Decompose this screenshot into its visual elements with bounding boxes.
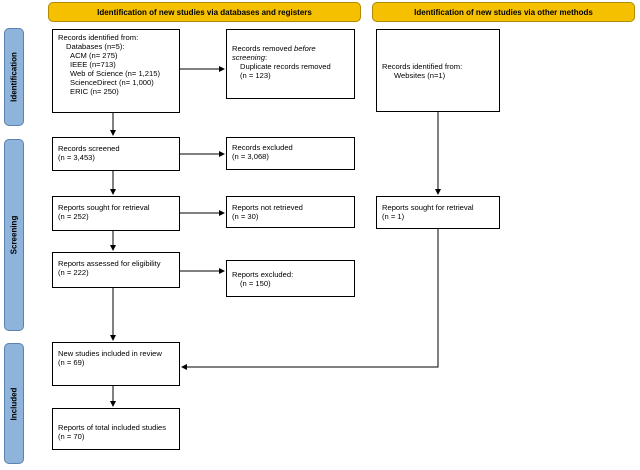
records-identified-line: IEEE (n=713) xyxy=(70,60,116,69)
reports-sought-n: (n = 252) xyxy=(58,212,89,221)
total-included-title: Reports of total included studies xyxy=(58,423,167,432)
box-records-excluded: Records excluded (n = 3,068) xyxy=(226,137,355,170)
reports-excluded-n: (n = 150) xyxy=(240,279,271,288)
header-databases: Identification of new studies via databa… xyxy=(48,2,361,22)
records-identified-line: ERIC (n= 250) xyxy=(70,87,119,96)
new-studies-included-title: New studies included in review xyxy=(58,349,162,358)
box-total-included-studies: Reports of total included studies (n = 7… xyxy=(52,408,180,450)
box-reports-assessed: Reports assessed for eligibility (n = 22… xyxy=(52,252,180,288)
records-excluded-n: (n = 3,068) xyxy=(232,152,269,161)
box-other-records-identified: Records identified from: Websites (n=1) xyxy=(376,29,500,112)
box-reports-excluded: Reports excluded: (n = 150) xyxy=(226,260,355,297)
box-records-removed: Records removed before screening: Duplic… xyxy=(226,29,355,99)
records-identified-line: ACM (n= 275) xyxy=(70,51,118,60)
reports-sought-title: Reports sought for retrieval xyxy=(58,203,150,212)
records-identified-line: ScienceDirect (n= 1,000) xyxy=(70,78,154,87)
box-other-reports-sought: Reports sought for retrieval (n = 1) xyxy=(376,196,500,229)
records-removed-line1: Records removed before xyxy=(232,44,316,53)
records-identified-line: Web of Science (n= 1,215) xyxy=(70,69,160,78)
records-removed-line3: Duplicate records removed xyxy=(240,62,331,71)
records-removed-line2: screening: xyxy=(232,53,268,62)
box-records-screened: Records screened (n = 3,453) xyxy=(52,137,180,171)
arrow-other-sought-to-included xyxy=(181,229,439,370)
reports-assessed-title: Reports assessed for eligibility xyxy=(58,259,161,268)
box-reports-sought: Reports sought for retrieval (n = 252) xyxy=(52,196,180,231)
reports-not-retrieved-title: Reports not retrieved xyxy=(232,203,303,212)
reports-not-retrieved-n: (n = 30) xyxy=(232,212,259,221)
other-identified-title: Records identified from: xyxy=(382,62,463,71)
stage-screening: Screening xyxy=(4,139,24,331)
box-reports-not-retrieved: Reports not retrieved (n = 30) xyxy=(226,196,355,228)
records-excluded-title: Records excluded xyxy=(232,143,293,152)
new-studies-included-n: (n = 69) xyxy=(58,358,85,367)
records-removed-line4: (n = 123) xyxy=(240,71,271,80)
header-other-methods: Identification of new studies via other … xyxy=(372,2,635,22)
records-screened-n: (n = 3,453) xyxy=(58,153,95,162)
other-identified-line: Websites (n=1) xyxy=(394,71,446,80)
total-included-n: (n = 70) xyxy=(58,432,85,441)
stage-included: Included xyxy=(4,343,24,464)
reports-assessed-n: (n = 222) xyxy=(58,268,89,277)
records-identified-line: Databases (n=5): xyxy=(66,42,125,51)
other-reports-sought-title: Reports sought for retrieval xyxy=(382,203,474,212)
box-new-studies-included: New studies included in review (n = 69) xyxy=(52,342,180,386)
records-screened-title: Records screened xyxy=(58,144,120,153)
reports-excluded-title: Reports excluded: xyxy=(232,270,294,279)
stage-identification: Identification xyxy=(4,28,24,126)
other-reports-sought-n: (n = 1) xyxy=(382,212,405,221)
box-records-identified: Records identified from: Databases (n=5)… xyxy=(52,29,180,113)
records-identified-title: Records identified from: xyxy=(58,33,139,42)
